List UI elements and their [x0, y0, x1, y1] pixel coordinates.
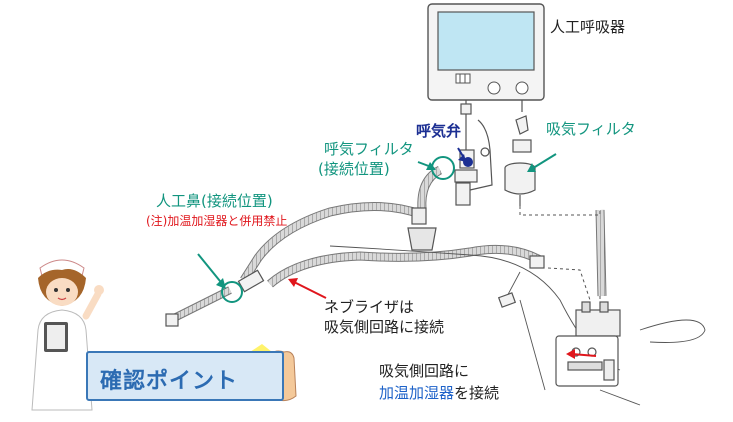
- humidifier-label: 吸気側回路に: [379, 362, 470, 380]
- check-point-box: 確認ポイント: [86, 351, 284, 401]
- y-piece-connector: [165, 269, 265, 327]
- expiratory-filter-position-label: (接続位置): [318, 160, 390, 178]
- exhalation-valve-label: 呼気弁: [416, 122, 462, 140]
- expiratory-filter-label: 呼気フィルタ: [324, 140, 414, 158]
- arrow-heads: [216, 154, 575, 359]
- ventilator-unit: [427, 3, 545, 101]
- check-point-title: 確認ポイント: [100, 369, 239, 394]
- ventilator-label: 人工呼吸器: [550, 18, 626, 36]
- humidifier-connection-label: 加温加湿器を接続: [379, 384, 499, 402]
- humidifier-name: 加温加湿器: [379, 384, 455, 402]
- leader-arrows: [197, 147, 597, 357]
- inspiratory-filter-assembly: [504, 100, 536, 206]
- inspiratory-filter-label: 吸気フィルタ: [546, 120, 636, 138]
- exhalation-valve-marker: [463, 157, 473, 167]
- nurse-illustration: [31, 259, 104, 411]
- prohibition-note: (注)加温加湿器と併用禁止: [146, 214, 288, 228]
- nebulizer: [497, 255, 545, 308]
- humidifier-connect-text: を接続: [454, 384, 500, 402]
- heated-humidifier: [555, 301, 621, 387]
- nebulizer-connection-label: 吸気側回路に接続: [324, 318, 445, 336]
- artificial-nose-label: 人工鼻(接続位置): [156, 192, 273, 210]
- nebulizer-label: ネブライザは: [324, 298, 415, 316]
- water-trap: [407, 207, 437, 251]
